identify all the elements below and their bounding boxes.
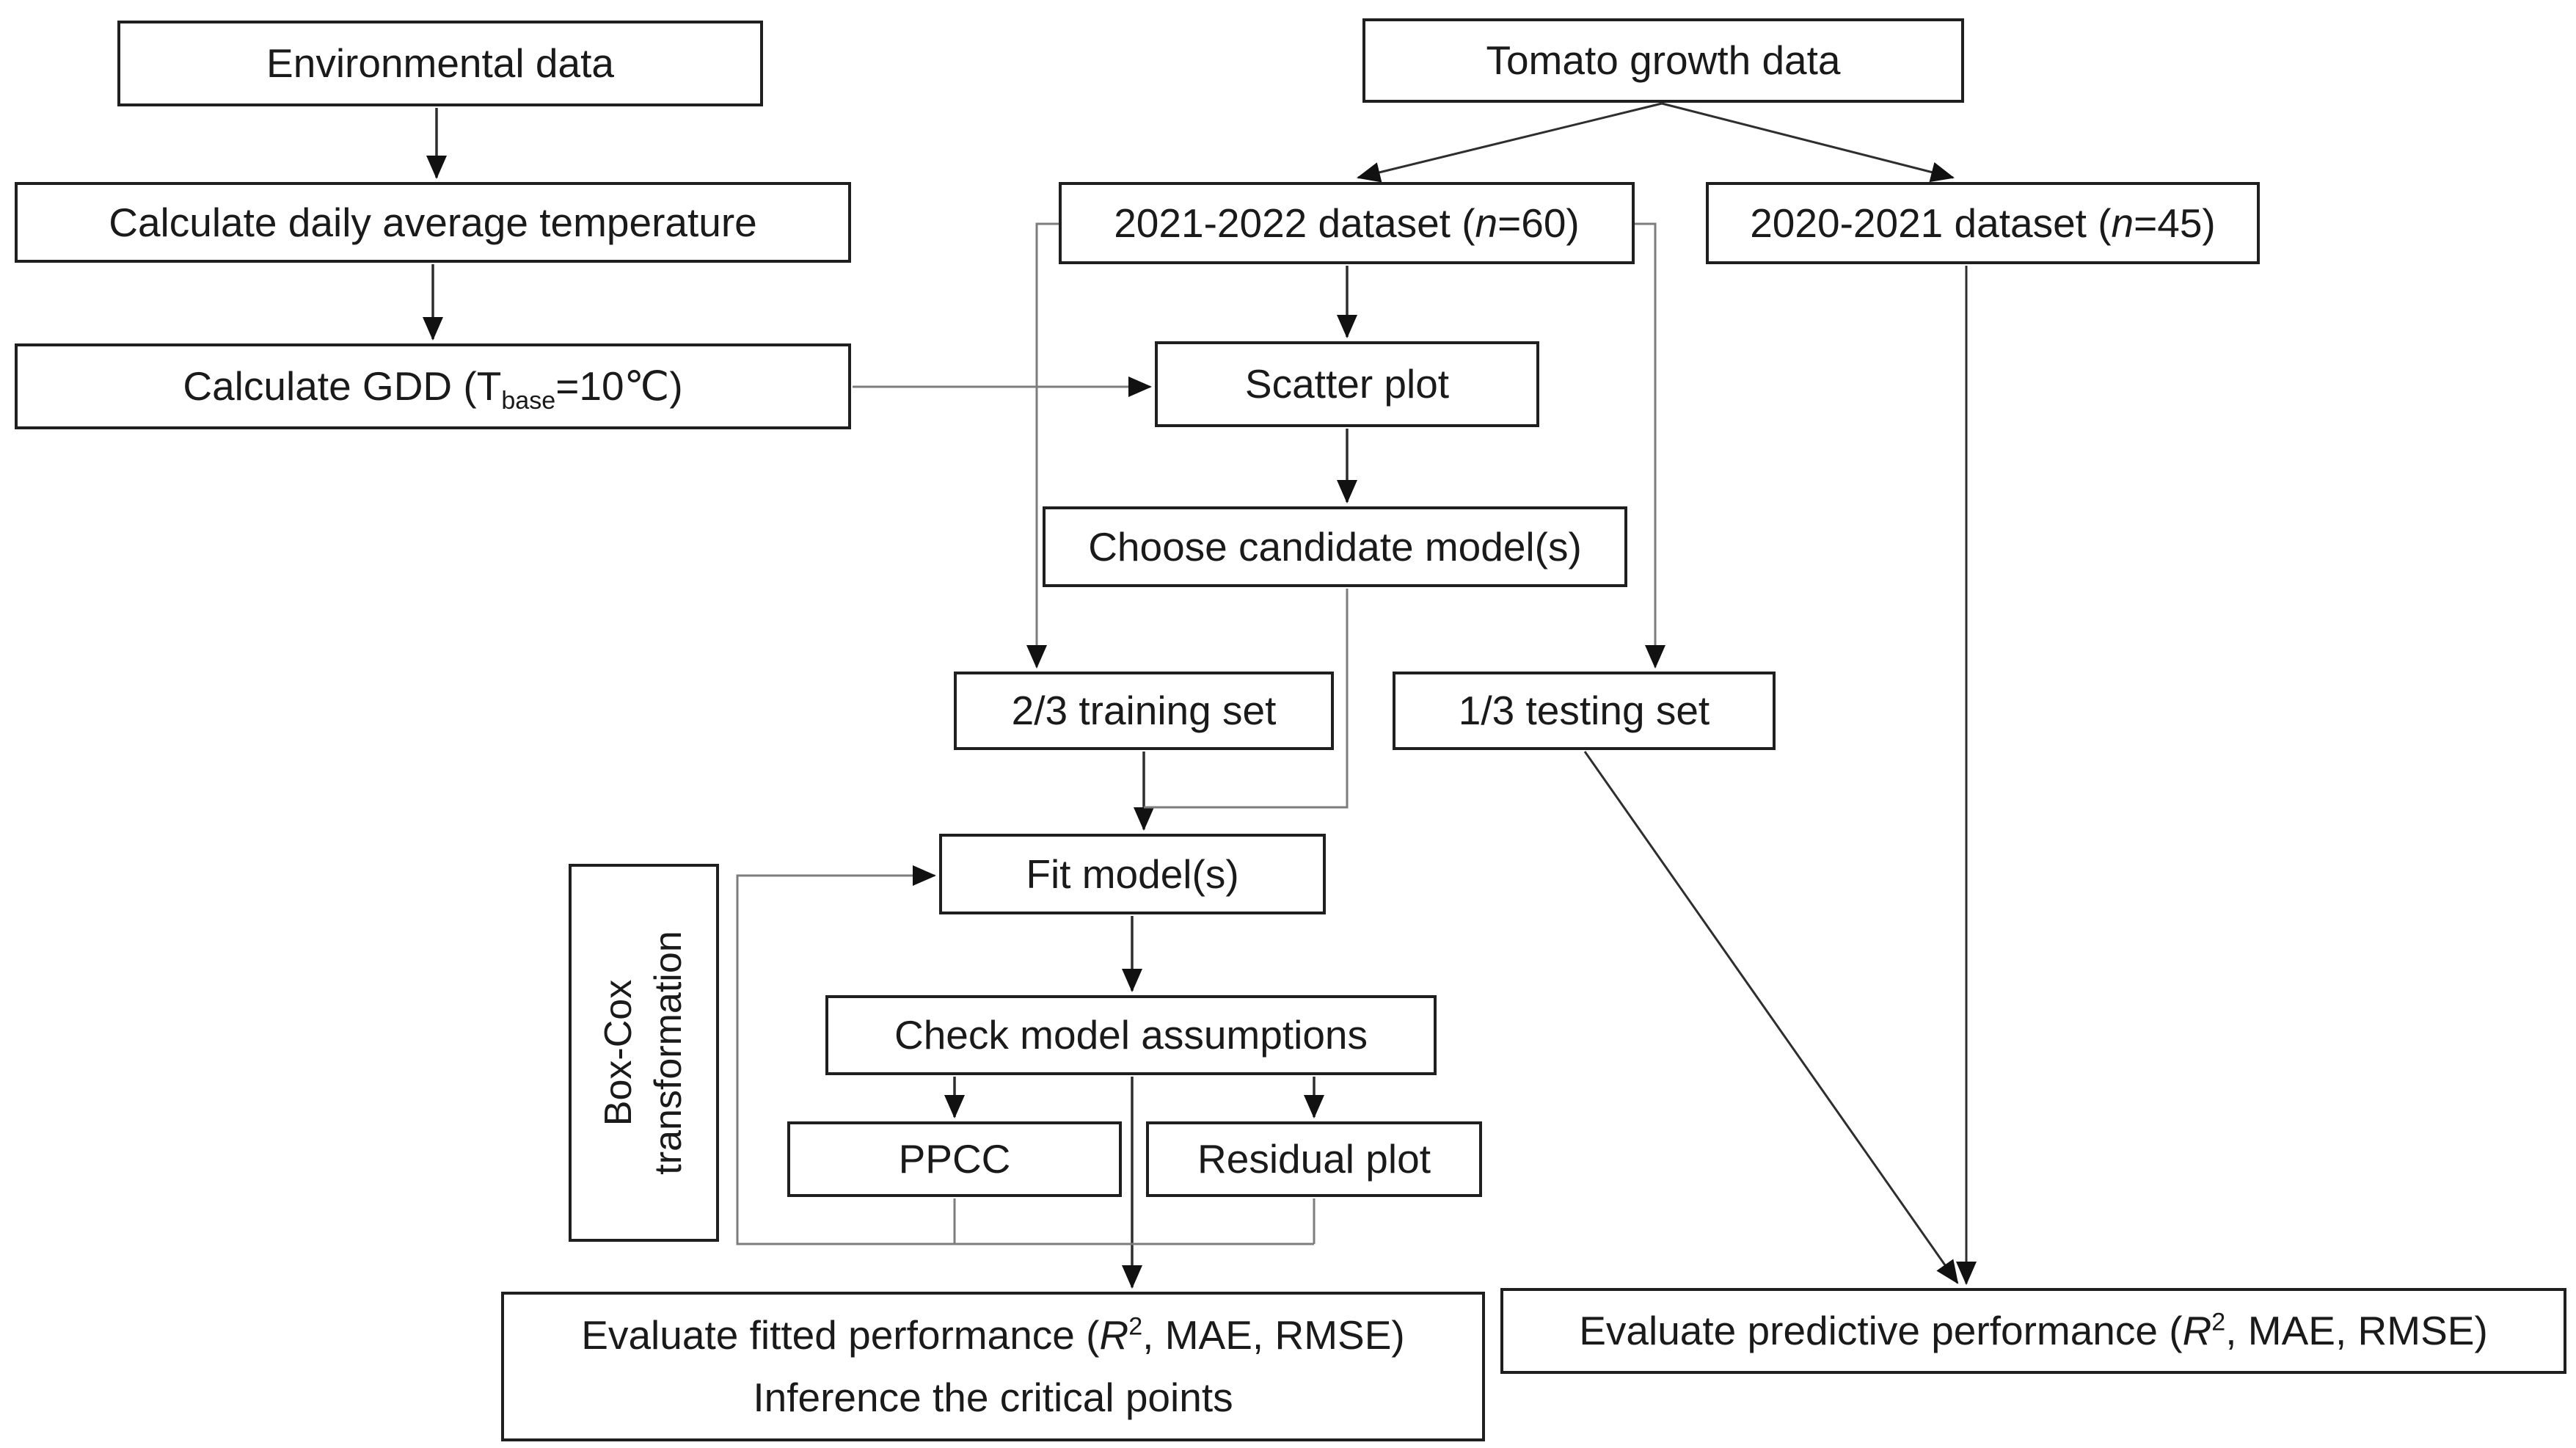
box-training-set: 2/3 training set <box>954 672 1334 750</box>
arrow-dataset-to-train <box>1026 222 1060 669</box>
box-testing-set: 1/3 testing set <box>1393 672 1776 750</box>
box-evaluate-fitted-performance: Evaluate fitted performance (R2, MAE, RM… <box>501 1292 1485 1441</box>
box-ppcc: PPCC <box>787 1121 1122 1197</box>
box-testing-set-label: 1/3 testing set <box>1458 688 1710 734</box>
arrow-boxcox-loop-to-fit <box>736 865 1314 1245</box>
box-dataset-2021-2022-label: 2021-2022 dataset (n=60) <box>1114 200 1580 246</box>
evaluate-predictive-performance-label: Evaluate predictive performance (R2, MAE… <box>1579 1308 2488 1354</box>
arrow-test-to-evalpred <box>1583 751 1959 1284</box>
evaluate-fitted-performance-line1: Evaluate fitted performance (R2, MAE, RM… <box>581 1311 1405 1358</box>
box-dataset-2021-2022: 2021-2022 dataset (n=60) <box>1059 182 1635 264</box>
box-residual-plot: Residual plot <box>1146 1121 1482 1197</box>
box-dataset-2020-2021: 2020-2021 dataset (n=45) <box>1706 182 2260 264</box>
box-check-model-assumptions-label: Check model assumptions <box>894 1012 1368 1058</box>
box-tomato-growth-data-label: Tomato growth data <box>1486 37 1841 84</box>
box-scatter-plot-label: Scatter plot <box>1244 361 1450 407</box>
box-dataset-2020-2021-label: 2020-2021 dataset (n=45) <box>1750 200 2216 246</box>
box-choose-candidate-models: Choose candidate model(s) <box>1043 506 1627 587</box>
arrow-tomato-to-dataset-2020-2021 <box>1661 102 1955 183</box>
box-cox-line2: transformation <box>646 931 690 1175</box>
evaluate-fitted-performance-line2: Inference the critical points <box>753 1375 1233 1420</box>
box-environmental-data-label: Environmental data <box>266 40 614 87</box>
box-fit-models: Fit model(s) <box>939 834 1326 914</box>
arrow-tomato-to-dataset-2021-2022 <box>1357 102 1663 183</box>
box-calculate-daily-average-temperature-label: Calculate daily average temperature <box>109 199 757 245</box>
box-evaluate-predictive-performance: Evaluate predictive performance (R2, MAE… <box>1500 1288 2566 1374</box>
box-residual-plot-label: Residual plot <box>1197 1136 1431 1182</box>
box-check-model-assumptions: Check model assumptions <box>825 995 1437 1075</box>
arrow-dataset-to-test <box>1633 222 1665 669</box>
box-calculate-daily-average-temperature: Calculate daily average temperature <box>15 182 851 263</box>
box-training-set-label: 2/3 training set <box>1011 688 1277 734</box>
box-calculate-gdd: Calculate GDD (Tbase=10℃) <box>15 343 851 429</box>
box-fit-models-label: Fit model(s) <box>1026 851 1239 897</box>
box-ppcc-label: PPCC <box>898 1136 1011 1182</box>
box-choose-candidate-models-label: Choose candidate model(s) <box>1088 523 1582 570</box>
box-tomato-growth-data: Tomato growth data <box>1362 18 1964 103</box>
box-cox-line1: Box-Cox <box>596 979 640 1127</box>
box-environmental-data: Environmental data <box>117 21 763 106</box>
line-choose-to-fit-merge <box>1144 589 1349 809</box>
box-calculate-gdd-label: Calculate GDD (Tbase=10℃) <box>183 363 683 415</box>
box-scatter-plot: Scatter plot <box>1155 341 1539 427</box>
box-box-cox-transformation: Box-Cox transformation <box>569 864 719 1242</box>
